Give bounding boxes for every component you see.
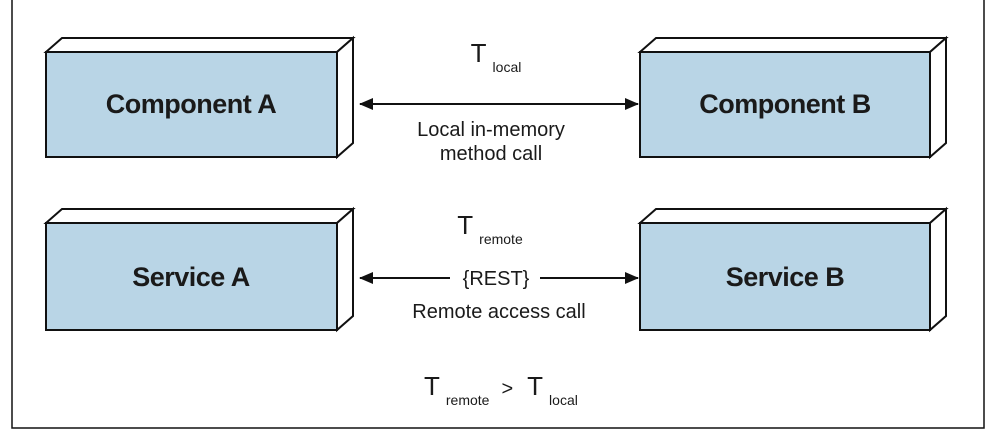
- component-b-box: Component B: [637, 35, 949, 160]
- component-b-label: Component B: [699, 89, 870, 119]
- service-b-label: Service B: [726, 262, 845, 292]
- diagram-frame: [11, 0, 985, 429]
- service-a-box: Service A: [43, 206, 356, 333]
- rest-protocol-label: {REST}: [463, 268, 530, 290]
- local-caption-line2: method call: [440, 143, 542, 165]
- local-caption-line1: Local in-memory: [417, 119, 565, 141]
- service-b-box: Service B: [637, 206, 949, 333]
- remote-caption: Remote access call: [412, 301, 585, 323]
- service-a-label: Service A: [132, 262, 250, 292]
- component-a-label: Component A: [106, 89, 276, 119]
- component-a-box: Component A: [43, 35, 356, 160]
